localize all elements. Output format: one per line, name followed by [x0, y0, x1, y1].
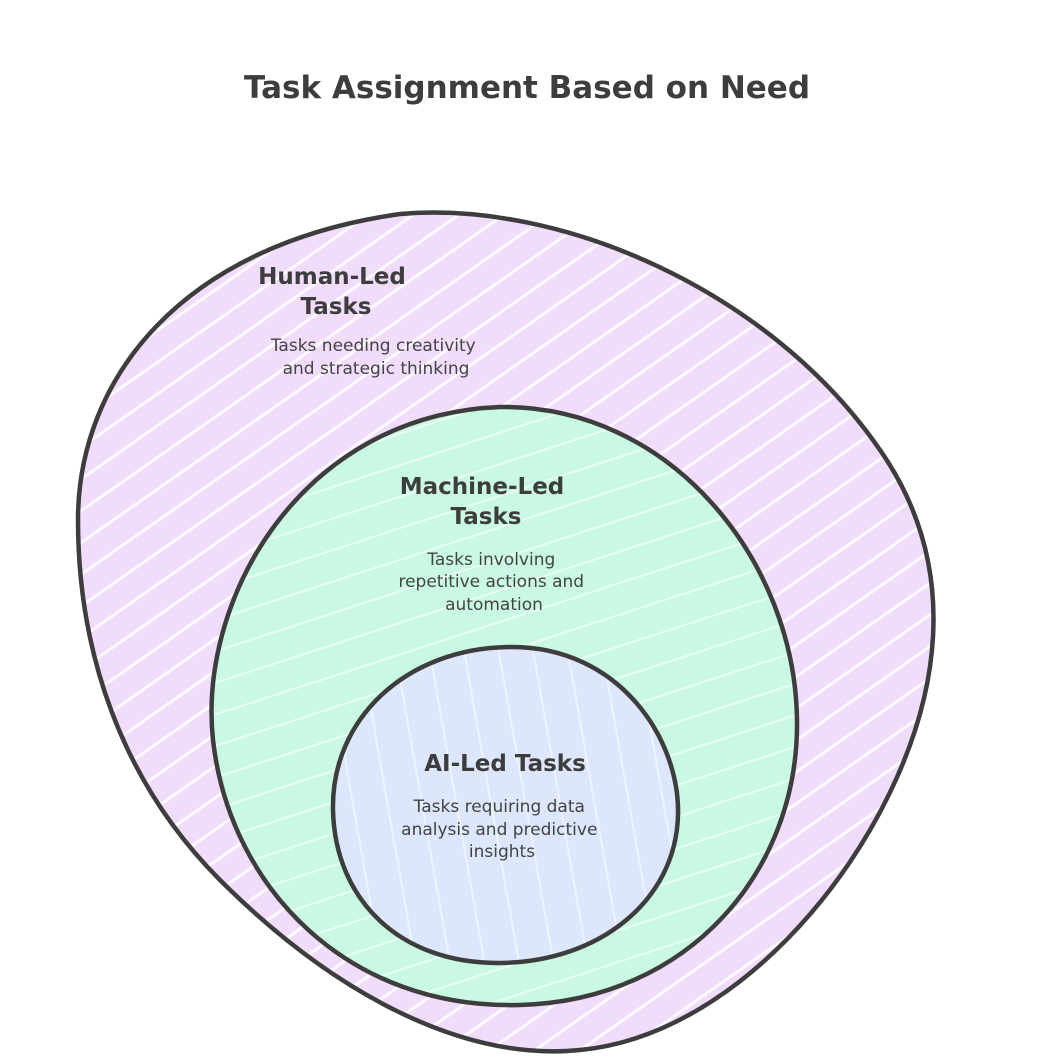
machine-led-heading-line: Machine-Led [400, 474, 565, 500]
human-led-description: Tasks needing creativity and strategic t… [270, 336, 481, 379]
diagram-title: Task Assignment Based on Need [244, 70, 810, 106]
human-led-heading: Human-Led Tasks [258, 264, 414, 320]
human-led-heading-line: Tasks [301, 294, 372, 320]
machine-led-outline [209, 404, 800, 1008]
machine-led-description-line: repetitive actions and [398, 572, 584, 592]
human-led-outline [75, 210, 936, 1054]
ai-led-description-line: insights [469, 842, 535, 862]
machine-led-heading-line: Tasks [451, 504, 522, 530]
machine-led-description-line: Tasks involving [426, 550, 555, 570]
human-led-description-line: Tasks needing creativity [270, 336, 476, 356]
human-led-description-line: and strategic thinking [283, 359, 470, 379]
ai-led-description-line: Tasks requiring data [413, 797, 585, 817]
ai-led-fill [332, 646, 679, 964]
ai-led-heading-line: AI-Led Tasks [424, 751, 586, 777]
ai-led-description: Tasks requiring data analysis and predic… [401, 797, 603, 862]
ai-led-description-line: analysis and predictive [401, 820, 597, 840]
machine-led-heading: Machine-Led Tasks [400, 474, 573, 530]
machine-led-description: Tasks involving repetitive actions and a… [398, 550, 589, 615]
human-led-heading-line: Human-Led [258, 264, 406, 290]
ai-led-heading: AI-Led Tasks [424, 751, 586, 777]
set-ai-led: AI-Led Tasks Tasks requiring data analys… [330, 644, 681, 966]
machine-led-description-line: automation [445, 595, 543, 615]
ai-led-outline [330, 644, 681, 966]
